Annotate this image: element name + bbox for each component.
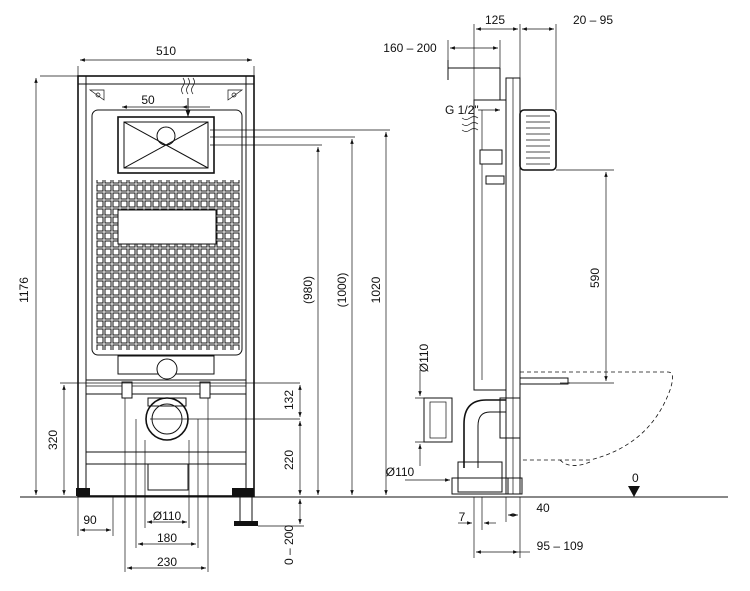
dim-1020: 1020 bbox=[369, 276, 383, 303]
dim-180: 180 bbox=[157, 531, 177, 545]
dim-125: 125 bbox=[485, 13, 505, 27]
toilet-bowl-outline bbox=[520, 371, 673, 461]
floor-zero-marker bbox=[628, 486, 640, 497]
pipe-socket-side bbox=[423, 397, 453, 443]
dim-980: (980) bbox=[301, 276, 315, 304]
front-view: 510 50 1176 (980) (1000) 1020 132 220 0 … bbox=[17, 44, 390, 572]
dim-230: 230 bbox=[157, 555, 177, 569]
dim-d110-side-upper: Ø110 bbox=[417, 343, 431, 372]
dim-510: 510 bbox=[156, 44, 176, 58]
dim-220: 220 bbox=[282, 450, 296, 470]
dim-d110-front: Ø110 bbox=[153, 509, 182, 523]
side-view: G 1/2" 125 20 – 95 bbox=[383, 13, 673, 558]
cistern-grid bbox=[96, 180, 240, 350]
dim-7: 7 bbox=[459, 510, 466, 524]
dim-95-109: 95 – 109 bbox=[537, 539, 584, 553]
side-flush-plate bbox=[519, 109, 557, 171]
dim-40: 40 bbox=[536, 501, 550, 515]
dim-590: 590 bbox=[588, 268, 602, 288]
inlet-label: G 1/2" bbox=[445, 103, 479, 117]
dim-1176: 1176 bbox=[17, 277, 31, 303]
dim-320: 320 bbox=[46, 430, 60, 450]
dim-1000: (1000) bbox=[335, 273, 349, 308]
dim-d110-side-lower: Ø110 bbox=[386, 465, 415, 479]
cistern-outline bbox=[91, 109, 243, 356]
dim-50: 50 bbox=[141, 93, 155, 107]
dim-90: 90 bbox=[83, 513, 97, 527]
drain-elbow bbox=[463, 399, 506, 468]
dim-132: 132 bbox=[282, 390, 296, 410]
frame-outline bbox=[77, 75, 255, 497]
side-cistern bbox=[473, 99, 507, 391]
dim-0-200: 0 – 200 bbox=[282, 525, 296, 565]
dim-20-95: 20 – 95 bbox=[573, 13, 613, 27]
floor-zero-label: 0 bbox=[632, 471, 639, 485]
dim-160-200: 160 – 200 bbox=[383, 41, 437, 55]
